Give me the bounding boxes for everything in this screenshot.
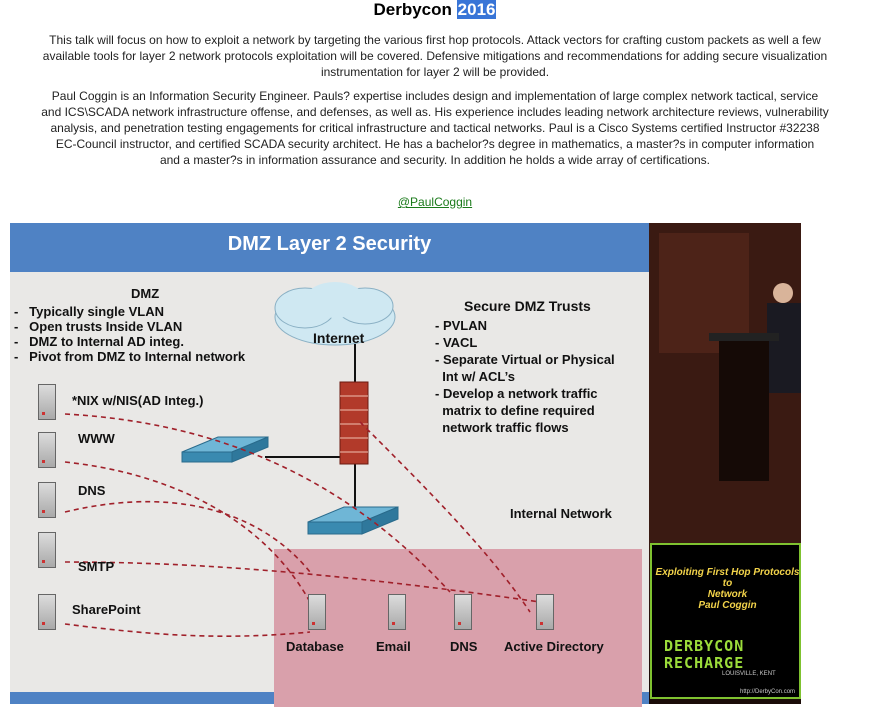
server-icon [38,594,56,630]
dmz-heading: DMZ [131,286,160,301]
speaker-bio: Paul Coggin is an Information Security E… [0,88,870,168]
dmz-server-label: DNS [78,483,106,498]
trusts-bullet: Int w/ ACL’s [435,369,515,384]
dmz-server-label: *NIX w/NIS(AD Integ.) [72,393,204,408]
bio-line: and ICS\SCADA network infrastructure off… [41,105,829,119]
trusts-bullet: network traffic flows [435,420,569,435]
trusts-heading: Secure DMZ Trusts [464,298,591,314]
derbycon-url: http://DerbyCon.com [740,689,796,695]
talk-title-line: Exploiting First Hop Protocols to [655,567,800,589]
trusts-bullet: - VACL [435,335,478,350]
talk-description: This talk will focus on how to exploit a… [0,32,870,80]
internet-cloud-icon [274,282,396,346]
dmz-bullet-text: Pivot from DMZ to Internal network [29,349,246,364]
internal-server-label: Email [376,639,411,654]
trust-paths [64,413,541,637]
description-line: This talk will focus on how to exploit a… [49,33,821,47]
server-icon [38,482,56,518]
bio-line: EC-Council instructor, and certified SCA… [55,137,815,151]
server-icon [38,532,56,568]
description-line: instrumentation for layer 2 will be prov… [320,65,550,79]
slide: DMZ Layer 2 Security [10,223,649,707]
dmz-bullet-text: DMZ to Internal AD integ. [29,334,184,349]
bio-line: Paul Coggin is an Information Security E… [51,89,819,103]
server-icon [388,594,406,630]
twitter-handle-link[interactable]: @PaulCoggin [397,195,473,209]
talk-overlay-title: Exploiting First Hop Protocols to Networ… [652,567,803,611]
logo-line: RECHARGE [664,654,745,672]
location-text: LOUISVILLE, KENT [722,671,776,677]
talk-title-line: Paul Coggin [698,600,757,611]
derbycon-logo: DERBYCON RECHARGE [664,638,744,672]
internal-server-label: Active Directory [504,639,604,654]
server-icon [536,594,554,630]
dmz-server-label: SMTP [78,559,115,574]
server-icon [38,384,56,420]
trusts-bullet: - PVLAN [435,318,487,333]
trusts-bullet: - Develop a network traffic [435,386,598,401]
twitter-handle-container: @PaulCoggin [0,195,870,209]
internal-switch-icon [307,506,399,535]
trusts-bullet: matrix to define required [435,403,595,418]
title-highlight[interactable]: 2016 [456,0,497,19]
internet-label: Internet [313,330,365,346]
page-title: Derbycon 2016 [0,0,870,19]
description-line: available tools for layer 2 network prot… [42,49,828,63]
dmz-bullet: - Pivot from DMZ to Internal network [14,349,246,364]
server-icon [454,594,472,630]
internal-server-label: DNS [450,639,478,654]
slide-title: DMZ Layer 2 Security [227,233,432,255]
firewall-icon [339,381,369,465]
dmz-bullet: - DMZ to Internal AD integ. [14,334,184,349]
slide-body: DMZ - Typically single VLAN - Open trust… [10,272,649,707]
trusts-bullets: - PVLAN - VACL - Separate Virtual or Physi… [435,317,615,436]
dmz-bullet: - Open trusts Inside VLAN [14,319,183,334]
speaker-silhouette-icon [649,223,801,543]
talk-overlay-box: Exploiting First Hop Protocols to Networ… [650,543,801,699]
server-icon [38,432,56,468]
logo-line: DERBYCON [664,637,745,655]
trusts-bullet: - Separate Virtual or Physical [435,352,615,367]
dmz-bullets: - Typically single VLAN - Open trusts In… [14,304,245,364]
dmz-bullet-text: Typically single VLAN [29,304,165,319]
bio-line: and a master?s in information assurance … [159,153,711,167]
title-text: Derbycon [373,0,452,19]
talk-video[interactable]: DMZ Layer 2 Security [10,223,801,707]
internal-network-label: Internal Network [510,506,612,521]
network-diagram [64,282,541,637]
dmz-bullet: - Typically single VLAN [14,304,165,319]
talk-title-line: Network [707,589,748,600]
internal-server-label: Database [286,639,344,654]
dmz-server-label: SharePoint [72,602,141,617]
dmz-bullet-text: Open trusts Inside VLAN [29,319,183,334]
dmz-server-label: WWW [78,431,115,446]
dmz-switch-icon [181,436,269,463]
server-icon [308,594,326,630]
bio-line: analysis, and penetration testing engage… [50,121,820,135]
